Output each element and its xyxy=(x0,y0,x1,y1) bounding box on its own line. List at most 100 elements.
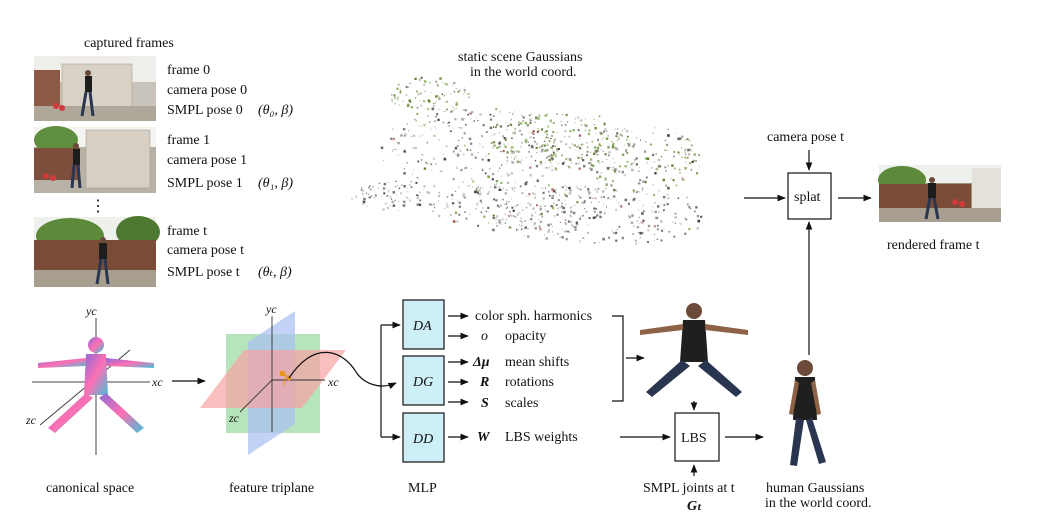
scene-point xyxy=(383,160,384,161)
scene-point xyxy=(685,139,687,141)
scene-point xyxy=(477,120,479,122)
scene-point xyxy=(561,236,564,239)
scene-point xyxy=(508,201,510,203)
scene-point xyxy=(497,170,499,172)
scene-point xyxy=(510,147,512,149)
scene-point xyxy=(534,227,537,230)
scene-point xyxy=(601,138,603,140)
scene-point xyxy=(664,166,667,169)
scene-point xyxy=(369,185,371,187)
scene-point xyxy=(577,188,579,190)
scene-point xyxy=(479,187,481,189)
scene-point xyxy=(433,105,435,107)
scene-point xyxy=(642,180,645,183)
scene-point xyxy=(569,194,570,195)
scene-point xyxy=(362,193,364,195)
scene-point xyxy=(494,217,497,220)
scene-point xyxy=(488,222,490,224)
scene-point xyxy=(513,190,515,192)
scene-point xyxy=(465,109,467,112)
scene-point xyxy=(363,197,366,201)
scene-point xyxy=(550,162,552,164)
scene-point xyxy=(588,133,590,136)
scene-point xyxy=(691,160,694,163)
scene-point xyxy=(531,214,533,217)
scene-point xyxy=(442,121,445,124)
scene-point xyxy=(561,124,563,127)
scene-point xyxy=(619,133,622,136)
scene-point xyxy=(543,144,546,147)
scene-point xyxy=(522,169,524,171)
scene-point xyxy=(506,181,510,184)
scene-point xyxy=(484,211,486,213)
scene-point xyxy=(652,183,654,186)
scene-point xyxy=(646,162,648,164)
scene-point xyxy=(504,213,506,215)
scene-point xyxy=(391,98,393,101)
scene-point xyxy=(545,136,547,139)
scene-point xyxy=(544,205,546,207)
scene-point xyxy=(397,83,400,86)
scene-point xyxy=(656,224,659,227)
scene-point xyxy=(409,82,412,84)
scene-point xyxy=(667,134,670,137)
scene-point xyxy=(593,210,596,213)
scene-point xyxy=(402,128,406,131)
canonical-space-figure xyxy=(32,318,154,455)
scene-point xyxy=(489,168,491,170)
scene-point xyxy=(496,123,499,127)
scene-point xyxy=(463,196,467,199)
scene-point xyxy=(687,148,690,152)
output-lbs-sym: W xyxy=(477,430,491,445)
scene-point xyxy=(464,211,467,213)
scene-point xyxy=(640,139,641,141)
scene-point xyxy=(468,137,472,140)
scene-point xyxy=(538,226,541,229)
scene-point xyxy=(430,163,433,166)
scene-point xyxy=(464,167,467,170)
scene-point xyxy=(457,152,459,154)
scene-point xyxy=(606,158,608,160)
scene-point xyxy=(684,232,687,235)
scene-point xyxy=(627,144,631,147)
scene-point xyxy=(526,124,529,127)
frame-0-smpl: SMPL pose 0 xyxy=(167,103,243,118)
scene-point xyxy=(614,128,616,130)
scene-point xyxy=(420,76,423,79)
scene-point xyxy=(442,153,444,155)
scene-point xyxy=(455,166,457,168)
scene-point xyxy=(407,103,409,105)
scene-point xyxy=(423,83,426,86)
scene-point xyxy=(534,159,537,162)
scene-point xyxy=(481,135,484,138)
scene-point xyxy=(579,240,582,243)
scene-point xyxy=(394,103,396,105)
scene-point xyxy=(367,193,369,195)
scene-point xyxy=(680,147,682,149)
scene-point xyxy=(475,203,479,206)
scene-point xyxy=(596,152,598,154)
scene-point xyxy=(611,140,613,143)
scene-point xyxy=(494,133,496,135)
scene-point xyxy=(455,103,458,106)
scene-point xyxy=(535,164,539,168)
scene-point xyxy=(369,196,371,199)
scene-point xyxy=(656,238,658,240)
scene-point xyxy=(614,162,616,164)
scene-point xyxy=(392,204,396,207)
scene-point xyxy=(490,186,492,188)
scene-point xyxy=(653,240,655,242)
scene-point xyxy=(658,158,661,161)
scene-point xyxy=(404,132,406,134)
scene-point xyxy=(512,142,514,144)
scene-point xyxy=(555,191,557,194)
scene-point xyxy=(625,150,627,153)
scene-point xyxy=(402,204,406,207)
scene-point xyxy=(455,153,457,155)
scene-point xyxy=(594,188,597,191)
scene-point xyxy=(455,87,457,89)
scene-point xyxy=(553,202,555,205)
scene-point xyxy=(556,113,558,115)
scene-point xyxy=(512,151,515,154)
scene-point xyxy=(478,189,481,192)
